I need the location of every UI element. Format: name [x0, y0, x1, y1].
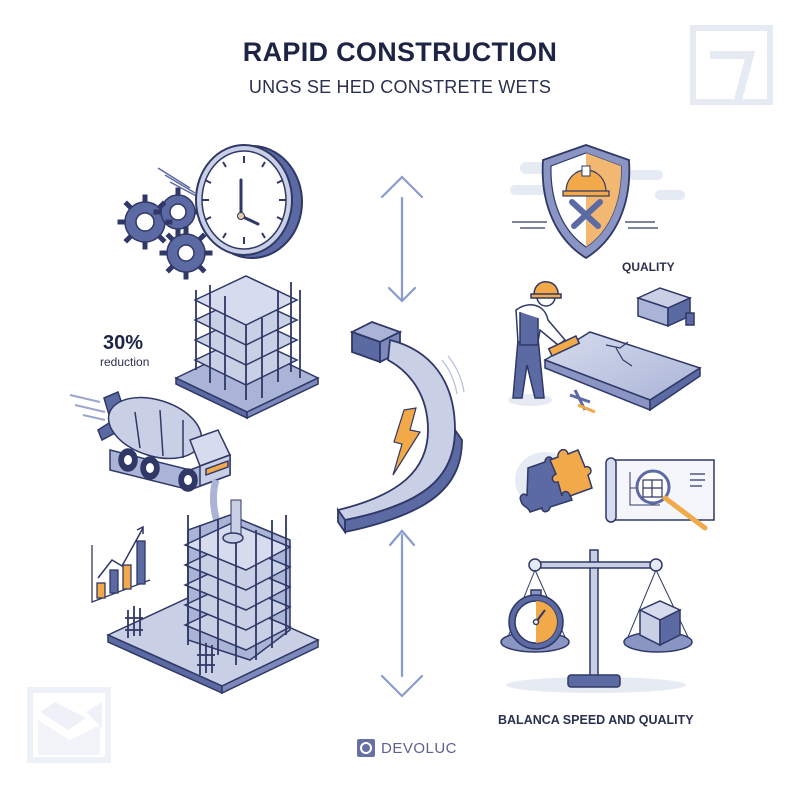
curved-concrete-beam — [336, 321, 465, 535]
quality-shield-icon — [510, 144, 685, 260]
clock-icon — [195, 144, 303, 259]
growth-bar-chart-icon — [91, 525, 151, 603]
page-subtitle: UNGS SE HED CONSTRETE WETS — [248, 77, 552, 97]
brand-name: DEVOLUC — [381, 739, 458, 757]
double-arrow-upper — [380, 175, 424, 303]
reduction-stat-label: reduction — [100, 355, 150, 369]
watermark-logo-top-right — [690, 25, 773, 105]
reduction-stat-value: 30% — [103, 332, 144, 354]
watermark-logo-bottom-left — [27, 687, 111, 763]
concrete-mixer-truck — [69, 390, 232, 527]
lightning-bolt-icon — [392, 407, 421, 476]
brand-footer: DEVOLUC — [357, 739, 457, 757]
speed-lines — [157, 167, 201, 199]
balance-label: BALANCA SPEED AND QUALITY — [498, 713, 694, 727]
blueprint-magnifier-icon — [605, 457, 715, 531]
page-title: RAPID CONSTRUCTION — [242, 37, 558, 67]
gears-icon — [117, 187, 213, 280]
cube-icon — [638, 600, 682, 647]
double-arrow-lower — [380, 529, 424, 698]
quality-label: QUALITY — [622, 260, 675, 274]
stopwatch-icon — [508, 589, 564, 650]
brand-logo-icon — [357, 739, 375, 757]
rebar-building-frame — [174, 275, 320, 420]
worker-troweling-slab — [508, 281, 702, 414]
puzzle-pieces-icon — [515, 448, 593, 513]
tall-building-under-construction — [106, 499, 320, 695]
